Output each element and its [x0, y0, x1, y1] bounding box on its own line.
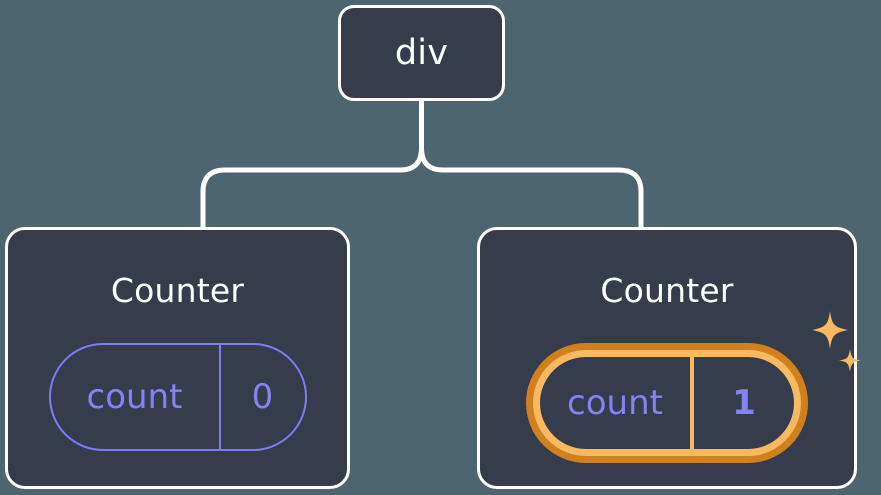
- state-pill-left-wrap: count 0: [48, 343, 307, 451]
- state-pill-left-name: count: [51, 345, 221, 449]
- node-div[interactable]: div: [338, 5, 505, 101]
- sparkle-icon: [812, 311, 861, 372]
- state-pill-right-inner: count 1: [540, 357, 794, 449]
- state-pill-right-name: count: [540, 357, 694, 449]
- node-counter-left[interactable]: Counter count 0: [5, 227, 350, 489]
- node-counter-right-title: Counter: [600, 271, 734, 310]
- node-counter-left-title: Counter: [110, 271, 245, 310]
- node-counter-right[interactable]: Counter count 1: [477, 227, 861, 489]
- state-pill-left[interactable]: count 0: [48, 343, 307, 451]
- connector-branch-right: [419, 147, 644, 228]
- state-pill-left-value: 0: [251, 377, 274, 417]
- state-pill-right-wrap: count 1: [526, 311, 861, 463]
- node-div-label: div: [394, 32, 449, 73]
- state-pill-right[interactable]: count 1: [526, 343, 808, 463]
- state-pill-right-value: 1: [732, 383, 756, 423]
- connector-branch-left: [200, 147, 424, 228]
